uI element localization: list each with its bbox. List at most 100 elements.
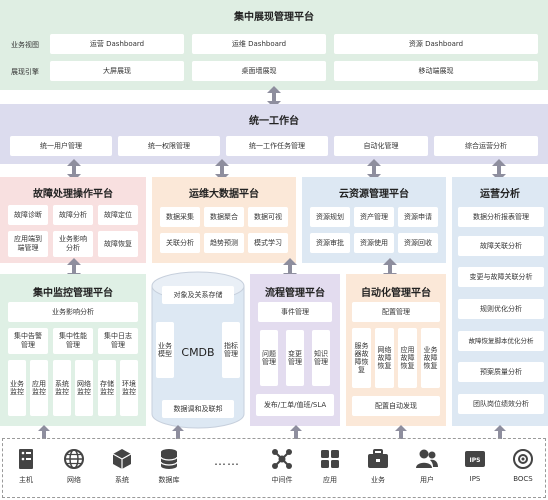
process-platform: 流程管理平台 事件管理 问题管理 变更管理 知识管理 发布/工单/值班/SLA [250,274,340,426]
resource-planning[interactable]: 资源规划 [310,207,350,227]
ops-fault-correlation[interactable]: 故障关联分析 [458,236,544,256]
centralized-alert-mgmt[interactable]: 集中告警管理 [8,328,48,354]
release-ticket-duty-sla[interactable]: 发布/工单/值班/SLA [256,394,334,416]
resource-request[interactable]: 资源申请 [398,207,438,227]
cloud-platform: 云资源管理平台 资源规划 资产管理 资源申请 资源审批 资源使用 资源回收 [302,177,446,263]
arrow-infra-auto [395,425,407,439]
ops-team-performance[interactable]: 团队岗位绩效分析 [458,394,544,414]
fault-diagnosis[interactable]: 故障诊断 [8,205,48,225]
fault-recovery[interactable]: 故障恢复 [98,231,138,257]
auto-title: 自动化管理平台 [361,288,431,299]
infra-ellipsis: …… [214,454,240,468]
resource-recycling[interactable]: 资源回收 [398,233,438,253]
arrow-infra-cmdb [172,425,184,439]
ops-rule-optimization[interactable]: 规则优化分析 [458,299,544,319]
resource-dashboard[interactable]: 资源 Dashboard [334,34,538,54]
arrow-workbench-fault [67,159,81,181]
knowledge-mgmt[interactable]: 知识管理 [312,330,330,386]
business-monitoring[interactable]: 业务监控 [8,360,26,416]
app-fault-recovery[interactable]: 应用故障恢复 [398,328,417,388]
ops-change-fault-correlation[interactable]: 变更与故障关联分析 [458,267,544,287]
fault-analysis[interactable]: 故障分析 [53,205,93,225]
arrow-workbench-bigdata [215,159,229,181]
monitor-platform: 集中监控管理平台 业务影响分析 集中告警管理 集中性能管理 集中日志管理 业务监… [0,274,146,426]
storage-monitoring[interactable]: 存储监控 [98,360,116,416]
gear-icon [513,449,533,469]
app-monitoring[interactable]: 应用监控 [30,360,48,416]
infra-label-ips: IPS [469,475,481,483]
svg-text:IPS: IPS [470,457,481,464]
cloud-title: 云资源管理平台 [339,189,409,200]
problem-mgmt[interactable]: 问题管理 [260,330,278,386]
presentation-platform: 集中展现管理平台 业务视图 运营 Dashboard 运维 Dashboard … [0,0,548,90]
ops-report-mgmt[interactable]: 数据分析报表管理 [458,207,544,227]
unified-permission-mgmt[interactable]: 统一权限管理 [118,136,220,156]
apps-icon [320,449,340,469]
ops-dashboard[interactable]: 运营 Dashboard [50,34,184,54]
environment-monitoring[interactable]: 环境监控 [120,360,138,416]
centralized-perf-mgmt[interactable]: 集中性能管理 [53,328,93,354]
desktop-wall-display[interactable]: 桌面墙展现 [192,61,326,81]
server-fault-recovery[interactable]: 服务器故障恢复 [352,328,371,388]
infra-label-middleware: 中间件 [271,476,293,484]
cmdb-object-relation-storage[interactable]: 对象及关系存储 [162,286,234,304]
cmdb-business-model[interactable]: 业务模型 [156,322,174,378]
asset-mgmt[interactable]: 资产管理 [354,207,394,227]
fault-location[interactable]: 故障定位 [98,205,138,225]
ops-analysis-panel: 运营分析 数据分析报表管理 故障关联分析 变更与故障关联分析 规则优化分析 故障… [452,177,548,426]
pattern-learning[interactable]: 模式学习 [248,233,288,253]
config-auto-discovery[interactable]: 配置自动发现 [352,396,440,416]
mobile-display[interactable]: 移动端展现 [334,61,538,81]
data-collection[interactable]: 数据采集 [160,207,200,227]
change-mgmt[interactable]: 变更管理 [286,330,304,386]
arrow-workbench-cloud [367,159,381,181]
big-screen-display[interactable]: 大屏展现 [50,61,184,81]
database-icon [160,448,178,470]
bigdata-platform: 运维大数据平台 数据采集 数据聚合 数据可视 关联分析 趋势预测 模式学习 [152,177,296,263]
fault-platform: 故障处理操作平台 故障诊断 故障分析 故障定位 应用端到端管理 业务影响分析 故… [0,177,146,263]
trend-prediction[interactable]: 趋势预测 [204,233,244,253]
presentation-title: 集中展现管理平台 [234,12,314,23]
arrow-infra-ops [494,425,506,439]
unified-task-mgmt[interactable]: 统一工作任务管理 [226,136,328,156]
network-monitoring[interactable]: 网络监控 [75,360,93,416]
resource-approval[interactable]: 资源审批 [310,233,350,253]
infra-label-database: 数据库 [158,476,180,484]
bigdata-title: 运维大数据平台 [189,189,259,200]
app-end-to-end-mgmt[interactable]: 应用端到端管理 [8,231,48,257]
unified-user-mgmt[interactable]: 统一用户管理 [10,136,112,156]
business-impact-analysis[interactable]: 业务影响分析 [53,231,93,257]
row-label-business-view: 业务视图 [11,41,39,49]
infra-label-host: 主机 [19,476,33,484]
maintenance-dashboard[interactable]: 运维 Dashboard [192,34,326,54]
infra-label-bocs: BOCS [513,475,533,483]
correlation-analysis[interactable]: 关联分析 [160,233,200,253]
arrow-infra-process [290,425,302,439]
comprehensive-ops-analysis[interactable]: 综合运营分析 [434,136,538,156]
resource-usage[interactable]: 资源使用 [354,233,394,253]
monitor-title: 集中监控管理平台 [33,288,113,299]
infra-label-system: 系统 [115,476,129,484]
ops-script-optimization[interactable]: 故障恢复脚本优化分析 [458,331,544,351]
automation-platform: 自动化管理平台 配置管理 服务器故障恢复 网络故障恢复 应用故障恢复 业务故障恢… [346,274,446,426]
row-label-render-engine: 展现引擎 [11,68,39,76]
automation-mgmt[interactable]: 自动化管理 [334,136,428,156]
briefcase-icon [367,449,389,469]
data-visualization[interactable]: 数据可视 [248,207,288,227]
monitor-business-impact[interactable]: 业务影响分析 [8,302,138,322]
ops-title: 运营分析 [480,189,520,200]
network-fault-recovery[interactable]: 网络故障恢复 [375,328,394,388]
cmdb-data-reconciliation[interactable]: 数据调和及联邦 [162,400,234,418]
ops-plan-quality[interactable]: 预案质量分析 [458,362,544,382]
system-monitoring[interactable]: 系统监控 [53,360,71,416]
workbench-title: 统一工作台 [249,116,299,127]
incident-mgmt[interactable]: 事件管理 [258,302,332,322]
config-mgmt[interactable]: 配置管理 [352,302,440,322]
process-title: 流程管理平台 [265,288,325,299]
business-fault-recovery[interactable]: 业务故障恢复 [421,328,440,388]
infra-label-application: 应用 [323,476,337,484]
infra-label-network: 网络 [67,476,81,484]
data-aggregation[interactable]: 数据聚合 [204,207,244,227]
centralized-log-mgmt[interactable]: 集中日志管理 [98,328,138,354]
cmdb-metric-mgmt[interactable]: 指标管理 [222,322,240,378]
